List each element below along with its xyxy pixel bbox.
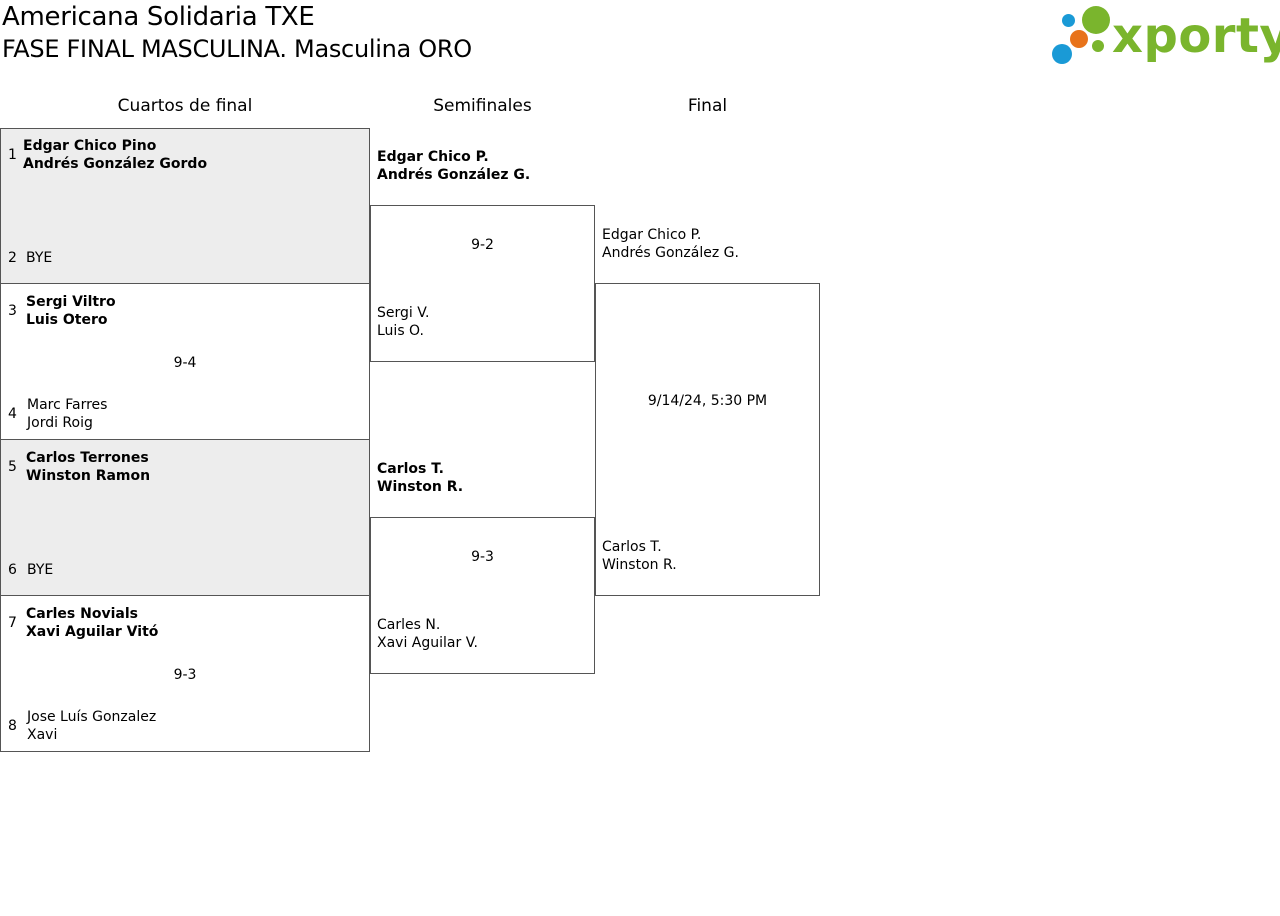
match-score: 9-3: [471, 549, 494, 565]
team-player-1: Edgar Chico P.: [377, 149, 489, 165]
team-player-1: Carles N.: [377, 617, 441, 633]
team-player-2: Winston R.: [602, 557, 677, 573]
bracket-title: FASE FINAL MASCULINA. Masculina ORO: [2, 35, 472, 63]
team-player-1: Marc Farres: [27, 397, 108, 413]
team-player-1: Carlos T.: [377, 461, 444, 477]
logo-dot-orange-icon: [1070, 30, 1088, 48]
team-player-2: Luis O.: [377, 323, 424, 339]
team-player-2: Luis Otero: [26, 312, 108, 328]
final-match[interactable]: Edgar Chico P. Andrés González G. 9/14/2…: [595, 205, 820, 596]
team-player-2: Andrés González Gordo: [23, 156, 208, 172]
team-player-1: Carles Novials: [26, 606, 138, 622]
team-player-1: Edgar Chico P.: [602, 227, 702, 243]
semifinal-connector: 9-3 Carles N. Xavi Aguilar V.: [370, 517, 595, 674]
seed-number: 8: [8, 718, 17, 734]
team-player-2: Xavi Aguilar Vitó: [26, 624, 159, 640]
seed-number: 2: [8, 250, 17, 266]
round-header-final: Final: [687, 96, 728, 116]
semifinal-match-1[interactable]: Edgar Chico P. Andrés González G. 9-2 Se…: [370, 128, 595, 362]
match-schedule: 9/14/24, 5:30 PM: [647, 393, 768, 409]
match-score: 9-3: [173, 667, 197, 683]
seed-number: 6: [8, 562, 17, 578]
team-player-2: Winston Ramon: [26, 468, 151, 484]
team-player-1: Carlos Terrones: [26, 450, 149, 466]
team-player-2: Andrés González G.: [602, 245, 739, 261]
team-player-1: Edgar Chico Pino: [23, 138, 157, 154]
xporty-logo: xporty: [1050, 4, 1280, 68]
team-player-2: Winston R.: [377, 479, 464, 495]
semifinal-connector: 9-2 Sergi V. Luis O.: [370, 205, 595, 362]
quarterfinal-match-1[interactable]: 1 Edgar Chico Pino Andrés González Gordo…: [0, 128, 370, 284]
seed-number: 4: [8, 406, 17, 422]
seed-number: 5: [8, 459, 17, 475]
logo-dot-green-large-icon: [1082, 6, 1110, 34]
bye-label: BYE: [26, 250, 53, 266]
seed-number: 3: [8, 303, 17, 319]
quarterfinal-match-4[interactable]: 7 Carles Novials Xavi Aguilar Vitó 9-3 8…: [0, 595, 370, 752]
match-score: 9-2: [471, 237, 494, 253]
match-score: 9-4: [173, 355, 197, 371]
final-connector: 9/14/24, 5:30 PM Carlos T. Winston R.: [595, 283, 820, 596]
quarterfinal-match-2[interactable]: 3 Sergi Viltro Luis Otero 9-4 4 Marc Far…: [0, 283, 370, 440]
seed-number: 7: [8, 615, 17, 631]
team-player-1: Carlos T.: [602, 539, 662, 555]
team-player-1: Jose Luís Gonzalez: [27, 709, 157, 725]
semifinal-match-2[interactable]: Carlos T. Winston R. 9-3 Carles N. Xavi …: [370, 440, 595, 674]
logo-dot-green-small-icon: [1092, 40, 1104, 52]
quarterfinal-match-3[interactable]: 5 Carlos Terrones Winston Ramon 6 BYE: [0, 439, 370, 596]
round-header-semifinals: Semifinales: [433, 96, 532, 116]
team-player-1: Sergi Viltro: [26, 294, 116, 310]
logo-dot-blue-top-icon: [1062, 14, 1075, 27]
team-player-1: Sergi V.: [377, 305, 430, 321]
team-player-2: Xavi: [27, 727, 58, 743]
bye-label: BYE: [27, 562, 54, 578]
team-player-2: Andrés González G.: [377, 167, 531, 183]
tournament-title: Americana Solidaria TXE: [2, 2, 315, 32]
team-player-2: Xavi Aguilar V.: [377, 635, 478, 651]
seed-number: 1: [8, 147, 17, 163]
team-player-2: Jordi Roig: [27, 415, 93, 431]
logo-wordmark: xporty: [1112, 8, 1280, 64]
logo-dot-blue-bottom-icon: [1052, 44, 1072, 64]
round-header-quarterfinals: Cuartos de final: [117, 96, 253, 116]
